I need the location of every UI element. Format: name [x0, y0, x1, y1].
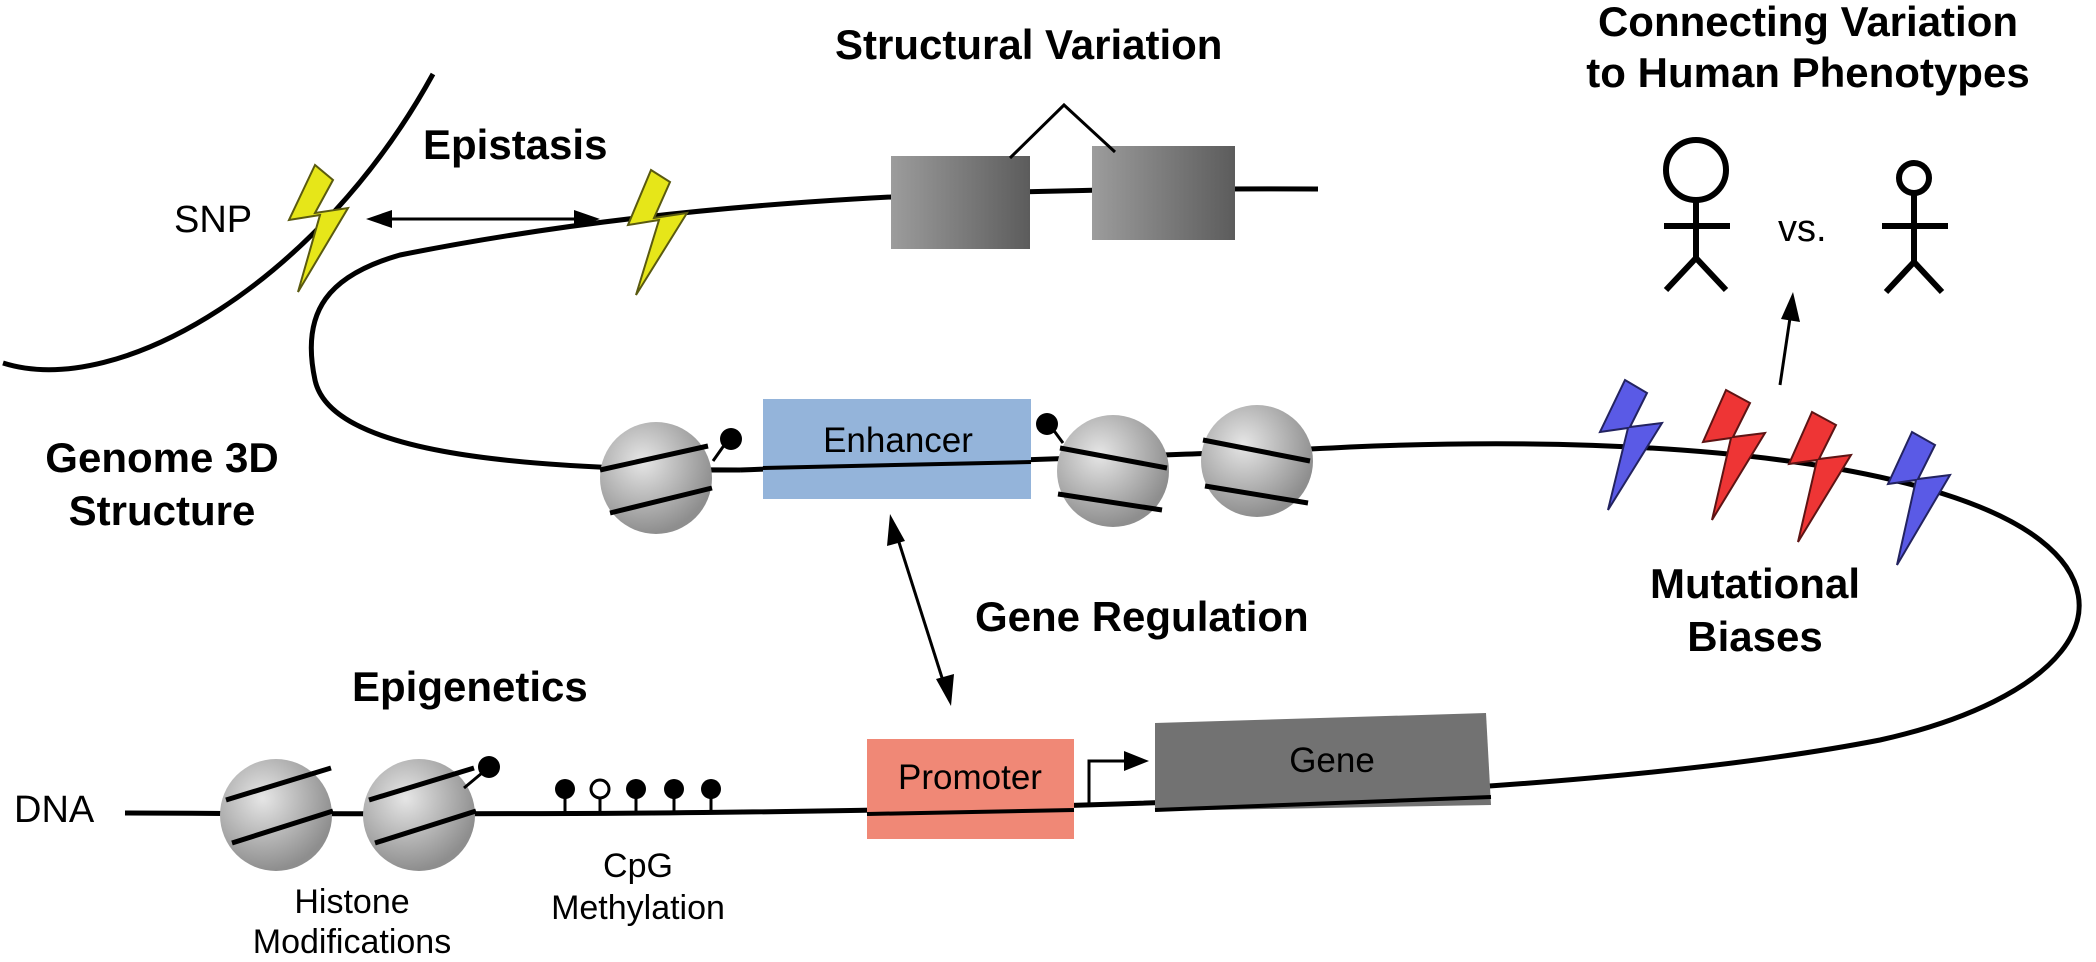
cpg-methylation-label-line2: Methylation [551, 889, 725, 927]
epistasis-arrow [366, 210, 600, 228]
connecting-variation-title-line1: Connecting Variation [1597, 0, 2019, 45]
structural-variation-title: Structural Variation [835, 21, 1223, 68]
mutation-bolt-blue-1 [1598, 378, 1664, 511]
person-small-icon [1882, 160, 1948, 295]
gene-regulation-label: Gene Regulation [975, 593, 1309, 640]
histone-modifications-label-line2: Modifications [252, 923, 452, 961]
mutational-biases-label-line2: Biases [1687, 613, 1823, 660]
transcription-start-icon [1087, 751, 1149, 807]
sv-splice-bracket [1008, 102, 1117, 160]
vs-label: vs. [1778, 208, 1827, 250]
epistasis-label: Epistasis [423, 121, 608, 168]
sv-segment-1 [891, 156, 1030, 249]
promoter-label: Promoter [898, 758, 1042, 797]
nucleosome-bottom-1 [220, 759, 334, 871]
person-large-icon [1663, 137, 1730, 293]
phenotype-arrow [1778, 292, 1800, 386]
mutational-biases-label-line1: Mutational [1650, 560, 1860, 607]
histone-mark-mid-1 [711, 428, 742, 462]
cpg-methylated-3 [664, 779, 684, 799]
mutation-bolt-red-1 [1701, 388, 1767, 521]
genome-3d-label-line2: Structure [68, 487, 256, 534]
gene-box [1155, 713, 1491, 811]
histone-modifications-label-line1: Histone [294, 883, 410, 921]
snp-bolt-right [626, 168, 689, 296]
histone-mark-mid-2 [1036, 413, 1065, 444]
enhancer-box [763, 399, 1031, 499]
nucleosome-mid-2 [1057, 415, 1169, 527]
nucleosome-mid-1 [599, 422, 713, 534]
gene-label: Gene [1289, 741, 1375, 780]
promoter-box [867, 739, 1074, 839]
genome-3d-label-line1: Genome 3D [45, 434, 279, 481]
cpg-methylated-1 [555, 779, 575, 799]
cpg-methylation-marks [555, 778, 721, 812]
mutation-bolt-blue-2 [1886, 430, 1952, 566]
cpg-methylation-label-line1: CpG [603, 847, 673, 885]
dna-label: DNA [14, 789, 95, 831]
mutation-bolt-red-2 [1787, 410, 1853, 543]
structural-variation-segments [891, 102, 1235, 249]
nucleosome-mid-3 [1201, 405, 1313, 517]
sv-segment-2 [1092, 146, 1235, 240]
cpg-unmethylated [589, 778, 611, 800]
cpg-methylated-2 [626, 779, 646, 799]
promoter-dna-pass [866, 808, 1075, 816]
gene-dna-pass [1154, 795, 1492, 812]
gene-regulation-arrow [887, 514, 954, 706]
snp-bolt-left [287, 163, 350, 293]
snp-label: SNP [174, 199, 253, 241]
enhancer-dna-pass [762, 460, 1032, 470]
nucleosome-bottom-2 [363, 759, 477, 871]
cpg-methylated-4 [701, 779, 721, 799]
histone-mark-bottom [463, 756, 500, 790]
dna-crossing-strand [2, 72, 436, 373]
epigenetics-label: Epigenetics [352, 663, 588, 710]
enhancer-label: Enhancer [823, 421, 973, 460]
connecting-variation-title-line2: to Human Phenotypes [1586, 49, 2030, 96]
